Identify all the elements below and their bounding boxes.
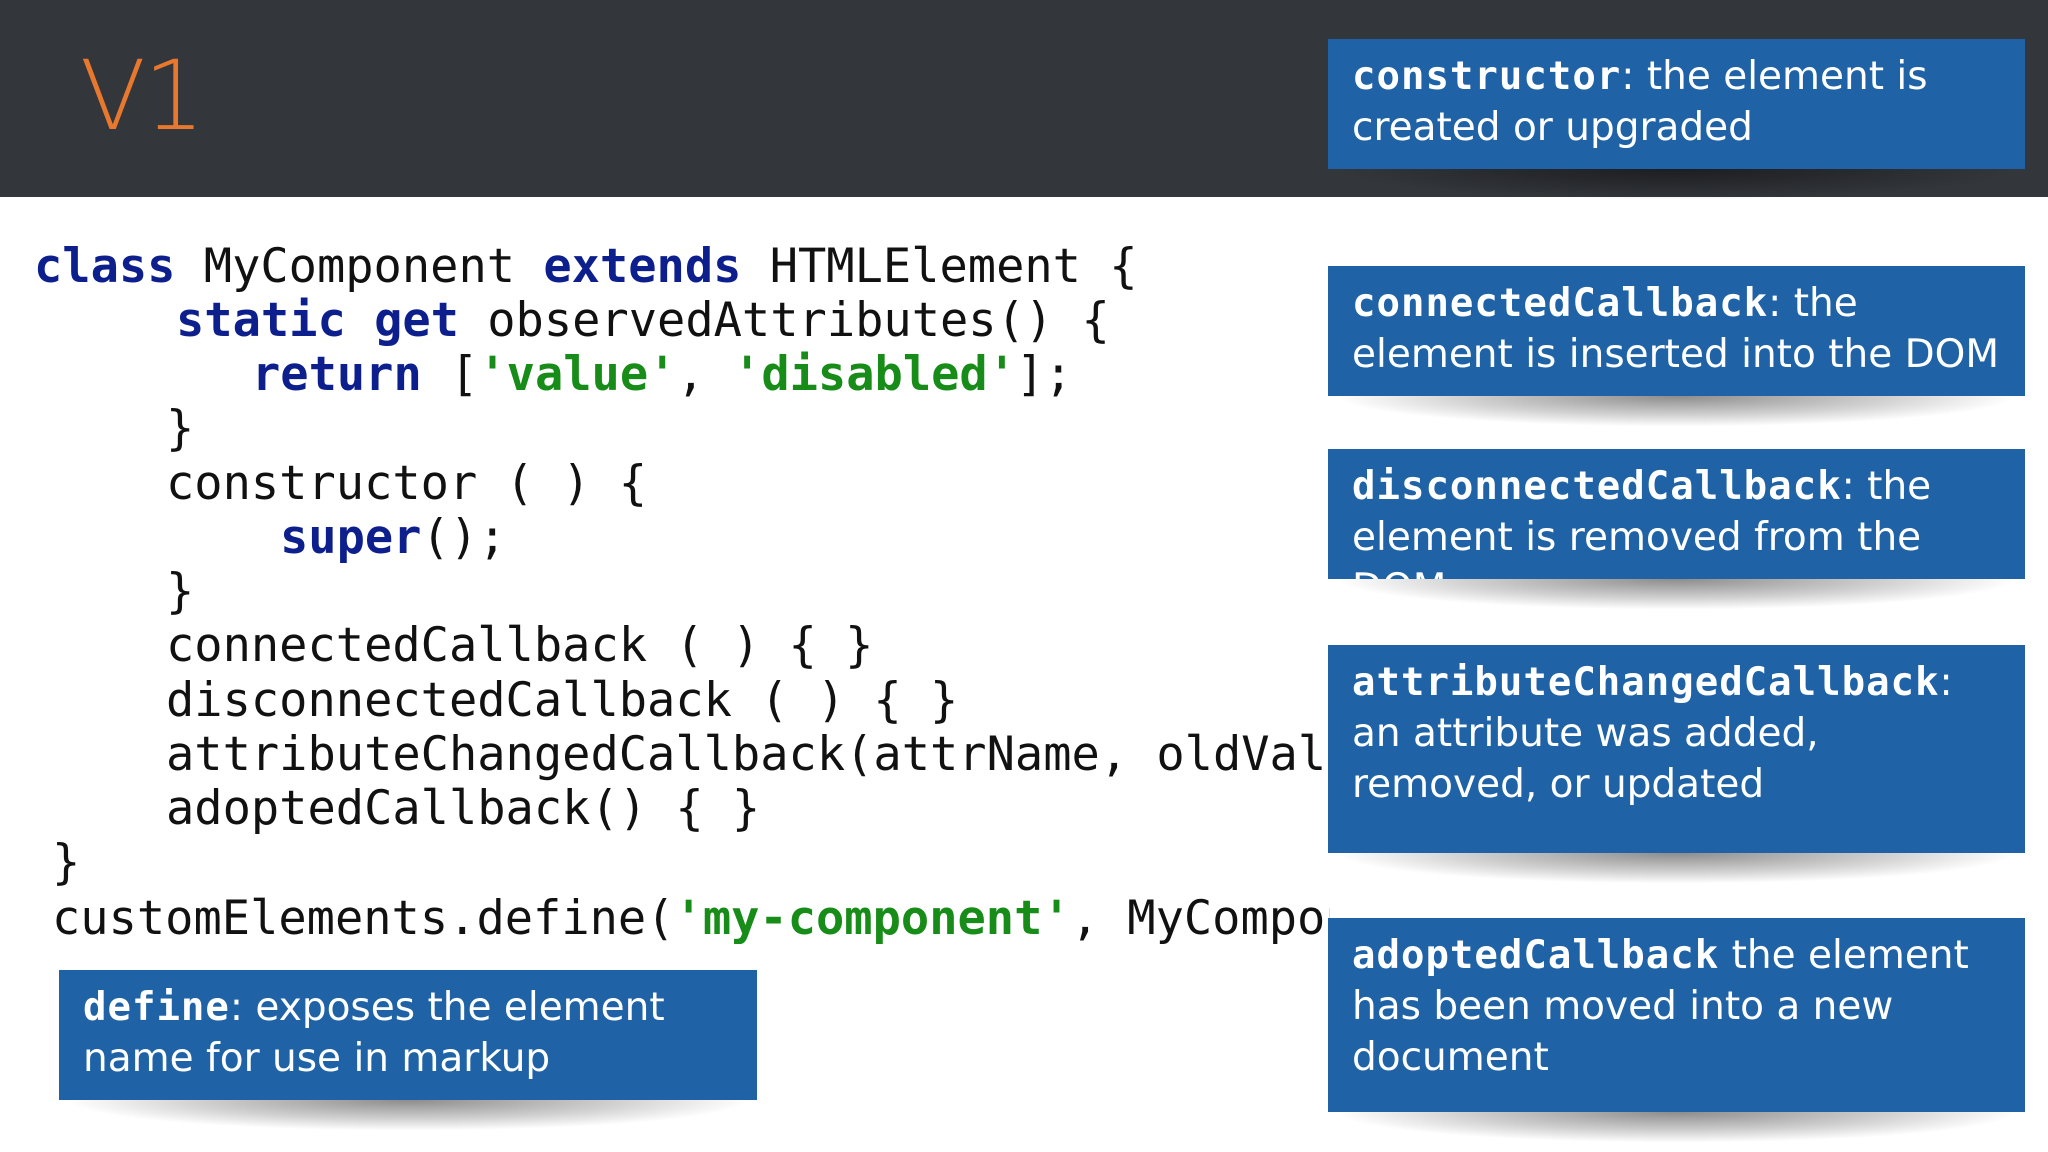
code-line-adopted: adoptedCallback() { } — [166, 781, 761, 836]
callout-connected-callback: connectedCallback: the element is insert… — [1328, 266, 2025, 426]
callout-adopted-callback: adoptedCallback the element has been mov… — [1328, 918, 2025, 1142]
code-block: class MyComponent extends HTMLElement { … — [34, 239, 1330, 946]
code-line-disconnected: disconnectedCallback ( ) { } — [166, 673, 959, 728]
callout-disconnected-callback: disconnectedCallback: the element is rem… — [1328, 449, 2025, 611]
code-line-constructor: constructor ( ) { — [166, 456, 648, 511]
code-line-brace: } — [166, 564, 195, 619]
callout-attribute-changed-callback: attributeChangedCallback: an attribute w… — [1328, 645, 2025, 883]
code-line-define: customElements.define('my-component', My… — [52, 891, 1330, 946]
slide-title: V1 — [80, 40, 205, 152]
code-line-super: super(); — [280, 510, 507, 565]
code-line-observed: static get observedAttributes() { — [176, 293, 1110, 348]
code-line-class: class MyComponent extends HTMLElement { — [34, 239, 1138, 294]
callout-constructor: constructor: the element is created or u… — [1328, 39, 2025, 199]
code-line-attribute: attributeChangedCallback(attrName, oldVa… — [166, 727, 1327, 782]
code-line-brace: } — [166, 401, 195, 456]
code-line-return: return ['value', 'disabled']; — [252, 347, 1073, 402]
callout-define: define: exposes the element name for use… — [59, 970, 757, 1130]
code-line-connected: connectedCallback ( ) { } — [166, 618, 874, 673]
code-line-brace: } — [52, 835, 81, 890]
